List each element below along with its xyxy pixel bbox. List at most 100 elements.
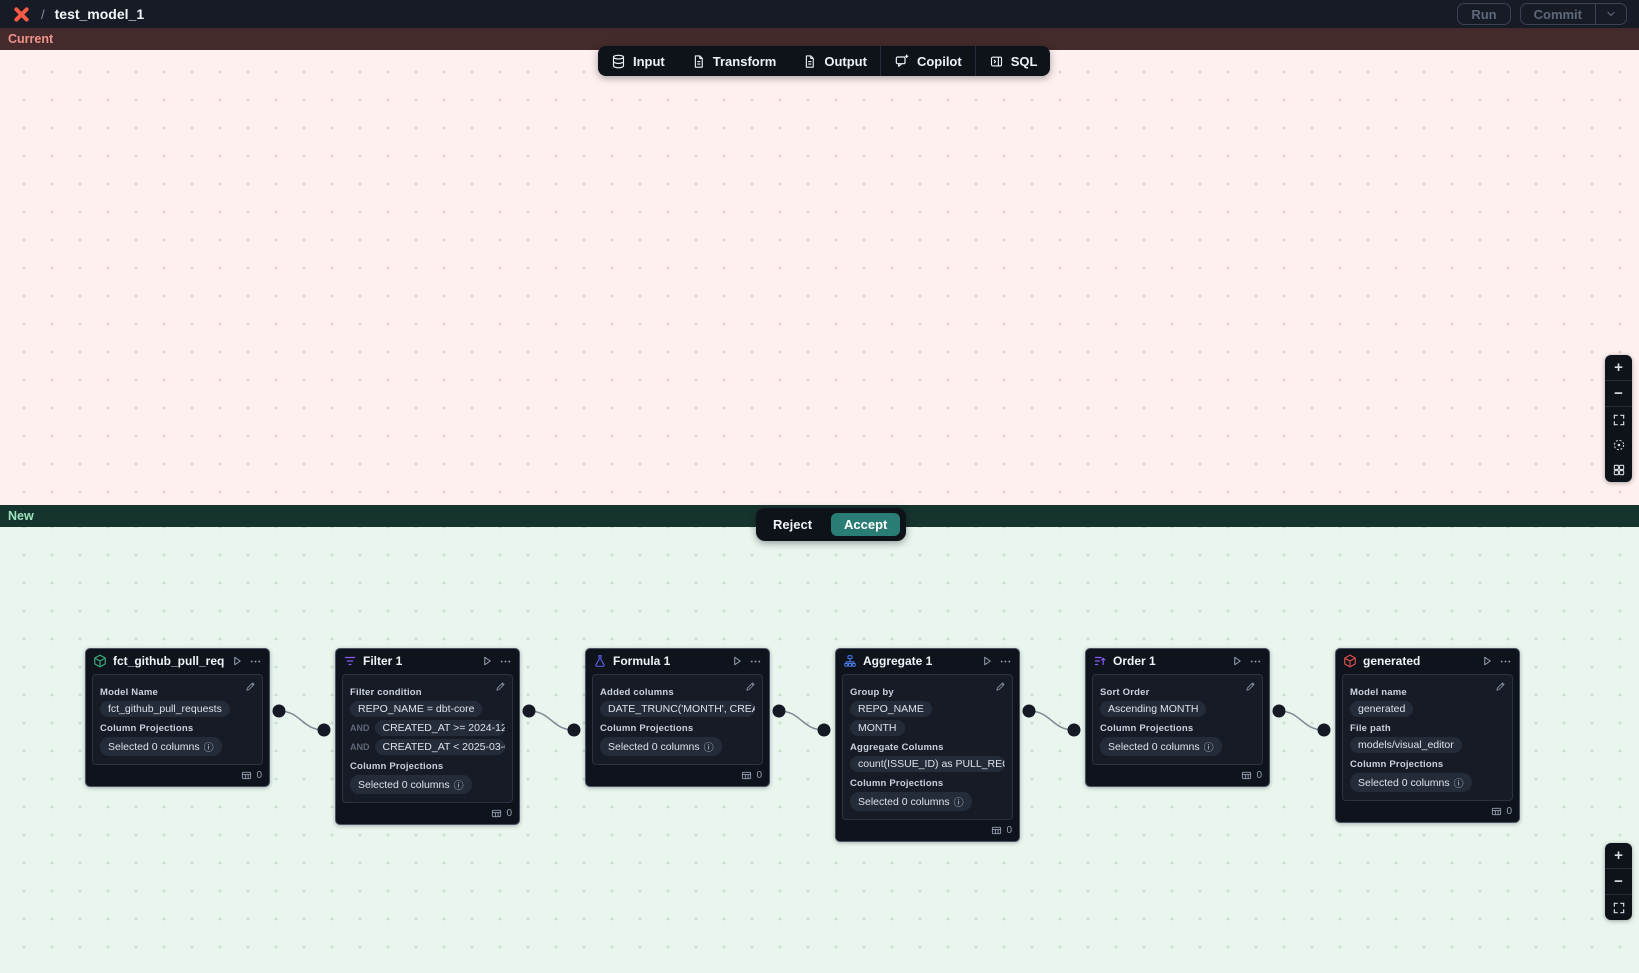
breadcrumb-separator: / — [41, 7, 45, 22]
edit-pencil-icon[interactable] — [745, 681, 756, 692]
toolbar-item-sql[interactable]: SQL — [976, 46, 1051, 76]
play-icon[interactable] — [1231, 655, 1243, 667]
info-icon[interactable]: ⓘ — [454, 777, 464, 792]
run-button[interactable]: Run — [1457, 3, 1510, 25]
node-footer: 0 — [86, 770, 269, 786]
toolbar-item-transform[interactable]: Transform — [678, 46, 790, 76]
value-pill[interactable]: Selected 0 columnsⓘ — [850, 792, 972, 811]
top-bar: / test_model_1 Run Commit — [0, 0, 1639, 28]
zoom-out-button[interactable]: − — [1605, 869, 1632, 894]
value-pill[interactable]: DATE_TRUNC('MONTH', CREATED_AT… — [600, 701, 755, 717]
info-icon[interactable]: ⓘ — [204, 739, 214, 754]
pill-text: REPO_NAME — [858, 703, 924, 715]
field-label: Column Projections — [1100, 723, 1255, 734]
table-icon — [741, 770, 752, 781]
more-menu-icon[interactable] — [999, 655, 1012, 668]
value-pill[interactable]: CREATED_AT >= 2024-12-01 — [375, 720, 506, 736]
info-icon[interactable]: ⓘ — [704, 739, 714, 754]
output-port-dot[interactable] — [273, 705, 286, 718]
pill-prefix: AND — [350, 723, 370, 733]
node-field: Model Namefct_github_pull_requests — [100, 687, 255, 717]
pipeline-node-generated[interactable]: generatedModel namegeneratedFile pathmod… — [1335, 648, 1520, 823]
accept-button[interactable]: Accept — [831, 513, 900, 536]
info-icon[interactable]: ⓘ — [954, 794, 964, 809]
output-port-dot[interactable] — [1023, 705, 1036, 718]
edit-pencil-icon[interactable] — [1495, 681, 1506, 692]
value-pill[interactable]: Ascending MONTH — [1100, 701, 1206, 717]
toolbar-item-output[interactable]: Output — [789, 46, 880, 76]
zoom-out-button[interactable]: − — [1605, 381, 1632, 406]
output-port-dot[interactable] — [1273, 705, 1286, 718]
value-pill[interactable]: generated — [1350, 701, 1413, 717]
toolbar-item-input[interactable]: Input — [598, 46, 678, 76]
current-canvas[interactable] — [0, 50, 1639, 505]
commit-split-button[interactable]: Commit — [1520, 3, 1627, 25]
node-config-card: Model Namefct_github_pull_requestsColumn… — [92, 674, 263, 765]
play-icon[interactable] — [731, 655, 743, 667]
edit-pencil-icon[interactable] — [245, 681, 256, 692]
toolbar-item-copilot[interactable]: Copilot — [881, 46, 975, 76]
fit-view-icon — [1612, 901, 1626, 915]
pipeline-node-order-1[interactable]: Order 1 Sort OrderAscending MONTH Column P… — [1085, 648, 1270, 787]
value-pill[interactable]: count(ISSUE_ID) as PULL_REQUEST_… — [850, 756, 1005, 772]
value-pill[interactable]: MONTH — [850, 720, 905, 736]
input-port-dot[interactable] — [1068, 724, 1081, 737]
reject-button[interactable]: Reject — [764, 513, 821, 536]
pipeline-node-filter-1[interactable]: Filter 1Filter conditionREPO_NAME = dbt-… — [335, 648, 520, 825]
pipeline-node-aggregate-1[interactable]: Aggregate 1Group byREPO_NAMEMONTHAggrega… — [835, 648, 1020, 842]
value-pill[interactable]: models/visual_editor — [1350, 737, 1462, 753]
input-port-dot[interactable] — [318, 724, 331, 737]
more-menu-icon[interactable] — [499, 655, 512, 668]
node-field: Sort OrderAscending MONTH — [1100, 687, 1255, 717]
more-menu-icon[interactable] — [1249, 655, 1262, 668]
pipeline-node-formula-1[interactable]: Formula 1Added columnsDATE_TRUNC('MONTH'… — [585, 648, 770, 787]
pill-text: Selected 0 columns — [108, 741, 200, 753]
value-pill[interactable]: CREATED_AT < 2025-03-01 — [375, 739, 506, 755]
commit-button[interactable]: Commit — [1521, 4, 1595, 24]
edit-pencil-icon[interactable] — [495, 681, 506, 692]
focus-button[interactable] — [1605, 432, 1632, 457]
play-icon[interactable] — [1481, 655, 1493, 667]
node-field: Filter conditionREPO_NAME = dbt-coreANDC… — [350, 687, 505, 755]
more-menu-icon[interactable] — [1499, 655, 1512, 668]
play-icon[interactable] — [231, 655, 243, 667]
value-pill[interactable]: REPO_NAME — [850, 701, 932, 717]
field-label: Model name — [1350, 687, 1505, 698]
info-icon[interactable]: ⓘ — [1454, 775, 1464, 790]
input-port-dot[interactable] — [818, 724, 831, 737]
input-port-dot[interactable] — [1318, 724, 1331, 737]
layout-grid-button[interactable] — [1605, 457, 1632, 482]
value-pill[interactable]: Selected 0 columnsⓘ — [1100, 737, 1222, 756]
play-icon[interactable] — [481, 655, 493, 667]
value-pill[interactable]: Selected 0 columns ⓘ — [100, 737, 222, 756]
value-pill[interactable]: Selected 0 columnsⓘ — [1350, 773, 1472, 792]
zoom-in-button[interactable]: + — [1605, 355, 1632, 380]
input-port-dot[interactable] — [568, 724, 581, 737]
node-field: Aggregate Columnscount(ISSUE_ID) as PULL… — [850, 742, 1005, 772]
info-icon[interactable]: ⓘ — [1204, 739, 1214, 754]
edit-pencil-icon[interactable] — [995, 681, 1006, 692]
pipeline-node-fct-github-pull-requests[interactable]: fct_github_pull_requestsModel Namefct_gi… — [85, 648, 270, 787]
output-port-dot[interactable] — [523, 705, 536, 718]
more-menu-icon[interactable] — [249, 655, 262, 668]
node-field: Model name generated — [1350, 687, 1505, 717]
fit-view-button[interactable] — [1605, 895, 1632, 920]
new-canvas[interactable]: fct_github_pull_requestsModel Namefct_gi… — [0, 527, 1639, 973]
output-port-dot[interactable] — [773, 705, 786, 718]
value-pill[interactable]: Selected 0 columnsⓘ — [350, 775, 472, 794]
minus-icon: − — [1614, 873, 1623, 890]
node-title: Order 1 — [1113, 654, 1225, 668]
value-pill[interactable]: fct_github_pull_requests — [100, 701, 230, 717]
edit-pencil-icon[interactable] — [1245, 681, 1256, 692]
value-pill[interactable]: Selected 0 columnsⓘ — [600, 737, 722, 756]
zoom-in-button[interactable]: + — [1605, 843, 1632, 868]
fit-view-button[interactable] — [1605, 407, 1632, 432]
pill-row: REPO_NAME — [850, 701, 1005, 717]
chevron-down-icon[interactable] — [1596, 4, 1626, 24]
pill-row: ANDCREATED_AT < 2025-03-01 — [350, 739, 505, 755]
more-menu-icon[interactable] — [749, 655, 762, 668]
value-pill[interactable]: REPO_NAME = dbt-core — [350, 701, 482, 717]
pill-row: Selected 0 columnsⓘ — [1100, 737, 1255, 756]
play-icon[interactable] — [981, 655, 993, 667]
copilot-icon — [894, 53, 910, 69]
